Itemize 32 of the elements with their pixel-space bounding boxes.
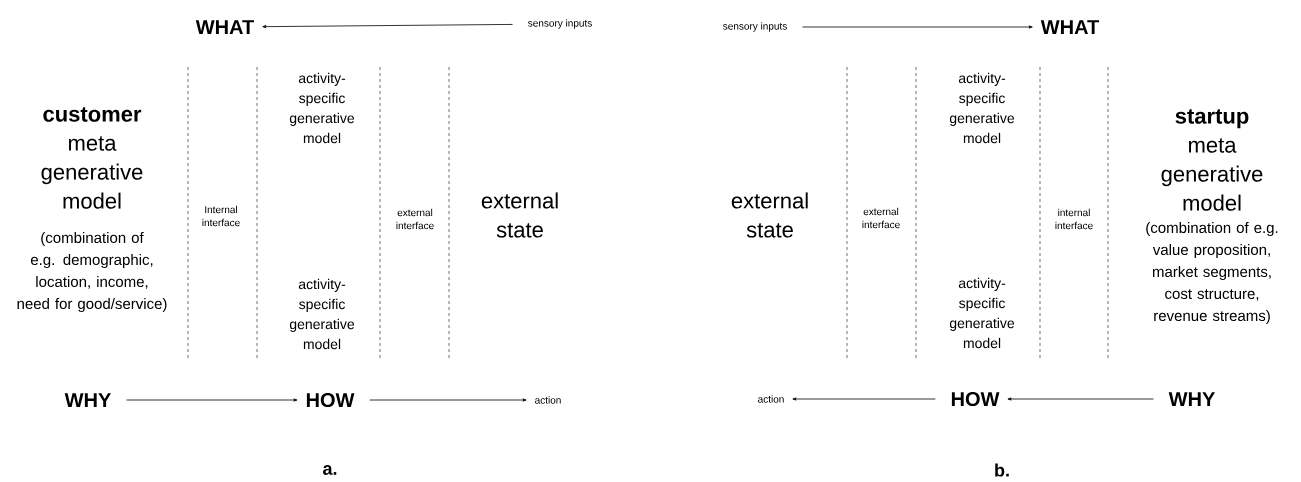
input-output-text: sensory inputs: [723, 22, 787, 32]
arrow: [369, 398, 527, 402]
model-title: customer meta generative model: [41, 107, 143, 209]
state-label: external state: [481, 192, 558, 238]
state-label: external state: [731, 192, 808, 238]
arrow: [1007, 397, 1154, 401]
interface-label: internal interface: [1055, 208, 1093, 230]
interface-label: external interface: [396, 208, 434, 230]
arrow: [262, 24, 513, 29]
model-label: activity-specific generative model: [949, 277, 1015, 349]
model-description: (combination of e.g. value proposition, market segments, cost structure, revenue streams): [1146, 222, 1278, 324]
heading-text: WHY: [1168, 392, 1215, 406]
panel-label: b.: [995, 463, 1009, 477]
input-output-text: sensory inputs: [528, 19, 592, 29]
model-description: (combination of e.g. demographic, location, income, need for good/service): [17, 232, 167, 312]
model-label: activity-specific generative model: [289, 278, 355, 350]
heading-text: WHY: [64, 393, 111, 407]
model-label: activity-specific generative model: [289, 72, 355, 144]
interface-label: Internal interface: [202, 205, 240, 227]
input-output-text: action: [535, 396, 561, 404]
model-title: startup meta generative model: [1161, 109, 1263, 211]
arrow: [792, 397, 936, 401]
heading-text: WHAT: [1040, 20, 1100, 34]
model-label: activity-specific generative model: [949, 72, 1015, 144]
heading-text: HOW: [951, 391, 1000, 407]
heading-text: HOW: [306, 392, 355, 408]
input-output-text: action: [758, 395, 784, 403]
arrow: [802, 25, 1033, 29]
arrow: [126, 398, 298, 402]
panel-label: a.: [323, 465, 337, 475]
heading-text: WHAT: [195, 20, 255, 34]
interface-label: external interface: [862, 207, 900, 229]
